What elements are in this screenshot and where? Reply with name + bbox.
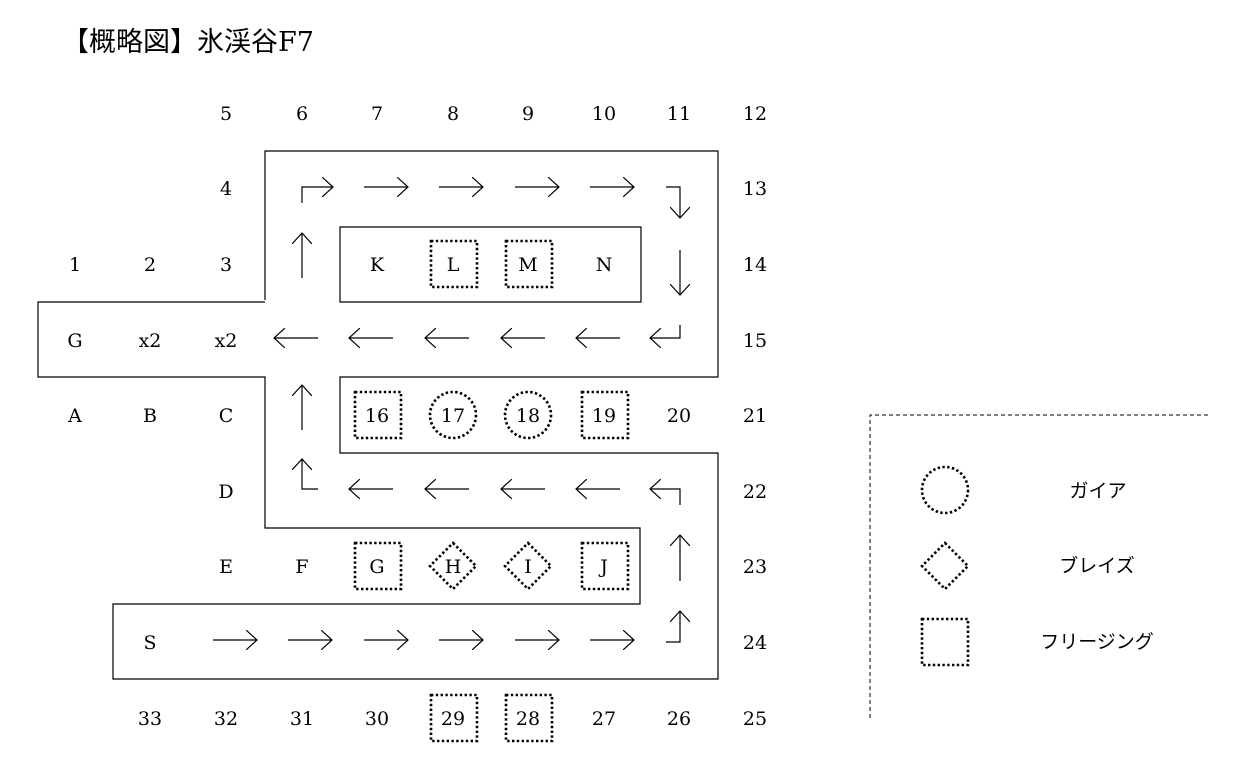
enemy-markers [353,239,630,743]
number-label: 5 [220,103,232,125]
arrow-corner-right-down [666,186,680,218]
cell-label: L [447,254,460,276]
cell-label: B [143,405,157,427]
square-marker [353,390,403,440]
number-label: 15 [743,330,767,352]
page-title: 【概略図】氷渓谷F7 [62,27,314,58]
cell-label: M [518,254,537,276]
square-marker [504,239,554,289]
arrow-corner-up-left [650,489,681,505]
cell-label: J [598,556,608,578]
arrow-corner-up-right [301,187,333,203]
cell-label: I [524,556,532,578]
number-label: 7 [371,103,383,125]
legend-label-freezing: フリージング [1040,631,1154,653]
number-label: 3 [220,254,232,276]
square-marker [429,693,479,743]
number-label: 28 [516,708,540,730]
number-label: 12 [743,103,767,125]
square-marker [580,390,630,440]
number-label: 25 [743,708,767,730]
legend-circle-icon [920,465,970,515]
corridor-wall-outer [37,150,719,680]
cell-label: G [67,330,82,352]
cell-label: E [219,556,233,578]
square-marker [429,239,479,289]
square-marker [504,693,554,743]
cell-label: G [369,556,384,578]
number-label: 6 [296,103,308,125]
cell-label: 16 [365,405,389,427]
legend-label-blaze: ブレイズ [1059,554,1134,577]
cell-label: x2 [215,330,238,352]
cell-label: F [295,556,308,578]
corridor-outline [37,150,719,680]
legend-diamond-icon [920,541,970,591]
number-label: 22 [743,481,767,503]
route-arrows [213,187,680,642]
number-label: 32 [214,708,238,730]
number-label: 11 [667,103,691,125]
cell-label: N [596,254,613,276]
circle-marker [428,390,478,440]
number-label: 8 [447,103,459,125]
legend: ガイア ブレイズ フリージング [869,414,1208,718]
cell-label: H [445,556,462,578]
number-label: 2 [144,254,156,276]
number-label: 1 [69,254,81,276]
corridor-wall-inner [339,226,642,303]
cell-label: C [219,405,234,427]
number-label: 4 [220,178,232,200]
legend-frame [869,414,1208,718]
cell-label: A [67,405,82,427]
start-label: S [143,632,156,654]
number-label: 14 [743,254,767,276]
number-label: 27 [592,708,616,730]
legend-label-gaia: ガイア [1069,480,1126,502]
cell-label: 17 [441,405,465,427]
number-label: 33 [138,708,162,730]
number-label: 29 [441,708,465,730]
number-label: 26 [667,708,691,730]
number-label: 31 [290,708,314,730]
legend-square-icon [920,617,970,667]
cell-labels: G x2 x2 A B C 16 17 18 19 20 D E F K L M… [67,254,691,654]
grid-number-labels: 5 6 7 8 9 10 11 12 13 14 15 21 22 23 24 … [69,103,767,730]
number-label: 24 [743,632,767,654]
arrow-corner-up-left [650,325,681,338]
circle-marker [503,390,553,440]
square-marker [580,541,630,591]
cell-label: x2 [139,330,162,352]
number-label: 23 [743,556,767,578]
number-label: 9 [522,103,534,125]
arrow-corner-left-up [302,459,318,490]
number-label: 13 [743,178,767,200]
cell-label: D [218,481,233,503]
number-label: 21 [743,405,767,427]
cell-label: 18 [516,405,540,427]
arrow-corner-right-up [666,611,680,643]
cell-label: K [370,254,385,276]
number-label: 10 [592,103,616,125]
square-marker [353,541,403,591]
cell-label: 19 [592,405,616,427]
number-label: 30 [365,708,389,730]
cell-label: 20 [667,405,691,427]
